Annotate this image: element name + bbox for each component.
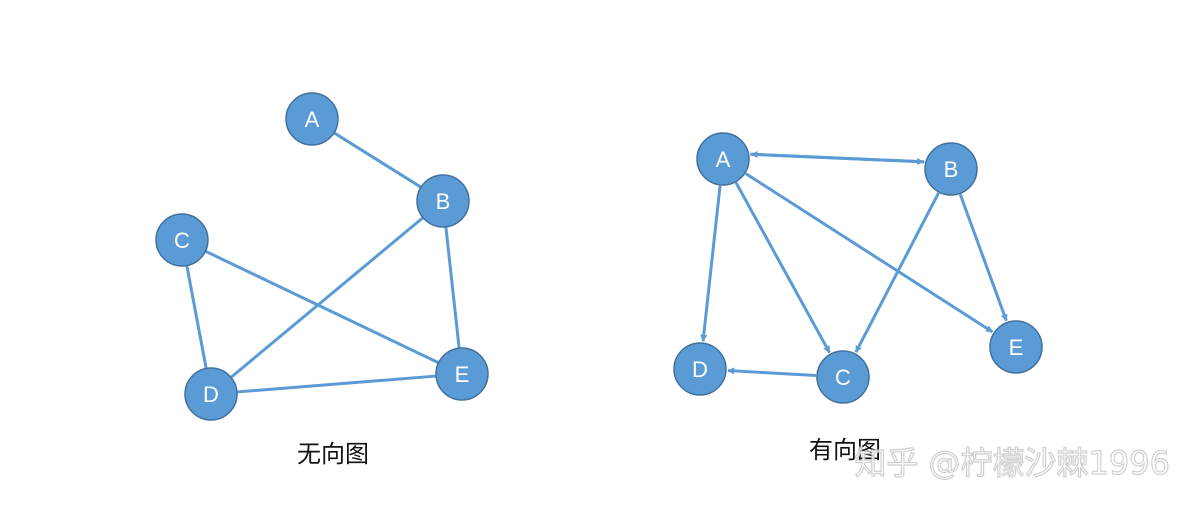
- directed-edge-a-c: [734, 181, 831, 354]
- node-label: C: [835, 365, 851, 390]
- node-label: A: [305, 107, 320, 132]
- undirected-graph-caption: 无向图: [297, 440, 369, 468]
- undirected-edge-d-e: [236, 374, 437, 394]
- undirected-edge-c-d: [185, 265, 208, 369]
- directed-edges: [700, 151, 1008, 377]
- undirected-edge-b-e: [444, 226, 461, 349]
- directed-edge-a-e: [744, 172, 994, 334]
- node-label: C: [174, 228, 190, 253]
- node-circle: [416, 174, 470, 228]
- directed-graph-caption: 有向图: [809, 436, 881, 464]
- node-circle: [435, 347, 489, 401]
- node-circle: [989, 320, 1043, 374]
- directed-edge-b-e: [958, 193, 1008, 322]
- directed-node-a: A: [696, 132, 750, 186]
- watermark-text: 知乎 @柠檬沙棘1996: [854, 444, 1170, 482]
- directed-edge-a-d: [700, 185, 722, 342]
- node-circle: [673, 342, 727, 396]
- node-label: D: [203, 382, 219, 407]
- node-circle: [155, 213, 209, 267]
- undirected-node-a: A: [285, 92, 339, 146]
- directed-edge-b-a: [750, 151, 925, 164]
- undirected-edges: [185, 131, 461, 394]
- undirected-edge-c-e: [204, 249, 440, 365]
- node-label: A: [716, 147, 731, 172]
- directed-edge-b-c: [854, 192, 940, 353]
- undirected-edge-b-d: [230, 216, 424, 379]
- node-label: E: [1009, 335, 1024, 360]
- directed-node-e: E: [989, 320, 1043, 374]
- directed-node-b: B: [924, 142, 978, 196]
- undirected-node-c: C: [155, 213, 209, 267]
- undirected-edge-a-b: [333, 131, 422, 189]
- undirected-node-d: D: [184, 367, 238, 421]
- undirected-graph: A B C D E 无向图: [155, 92, 489, 468]
- node-circle: [816, 350, 870, 404]
- undirected-node-e: E: [435, 347, 489, 401]
- directed-edge-c-d: [727, 367, 817, 377]
- undirected-nodes: A B C D E: [155, 92, 489, 421]
- directed-nodes: A B C D E: [673, 132, 1043, 404]
- directed-graph: A B C D E 有向图: [673, 132, 1043, 464]
- node-label: D: [692, 357, 708, 382]
- node-circle: [696, 132, 750, 186]
- node-circle: [924, 142, 978, 196]
- undirected-node-b: B: [416, 174, 470, 228]
- node-label: B: [944, 157, 959, 182]
- directed-node-d: D: [673, 342, 727, 396]
- node-label: B: [436, 189, 451, 214]
- node-circle: [184, 367, 238, 421]
- node-label: E: [455, 362, 470, 387]
- directed-node-c: C: [816, 350, 870, 404]
- node-circle: [285, 92, 339, 146]
